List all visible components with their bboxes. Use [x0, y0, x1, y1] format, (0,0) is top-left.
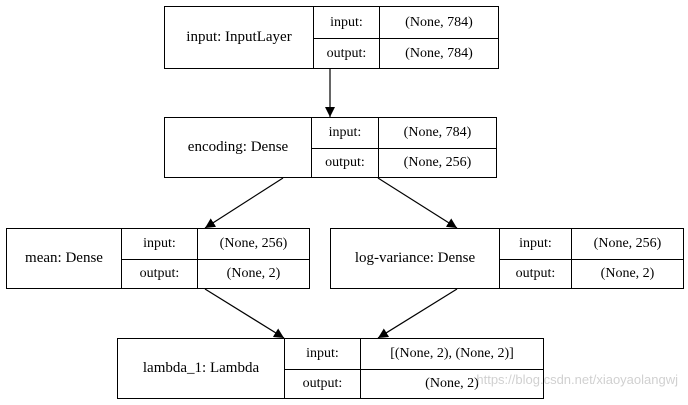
- output-shape: (None, 2): [572, 259, 683, 288]
- input-label: input:: [500, 229, 572, 259]
- node-name: mean: Dense: [7, 229, 122, 288]
- input-shape: [(None, 2), (None, 2)]: [390, 346, 514, 361]
- node-input-layer: input: InputLayer input: (None, 784) out…: [164, 6, 499, 69]
- input-shape: (None, 784): [405, 14, 473, 30]
- node-encoding-dense: encoding: Dense input: (None, 784) outpu…: [164, 117, 497, 178]
- input-shape: (None, 784): [403, 125, 472, 140]
- output-label: output:: [312, 148, 379, 177]
- input-shape: (None, 256): [219, 236, 288, 251]
- edge-encoding-to-mean: [204, 177, 284, 229]
- input-label: input:: [285, 339, 361, 369]
- output-shape: (None, 2): [361, 369, 543, 398]
- node-lambda-1: lambda_1: Lambda input: [(None, 2), (Non…: [117, 338, 544, 399]
- edge-logvar-to-lambda: [377, 288, 458, 339]
- output-label: output:: [314, 38, 380, 68]
- edge-mean-to-lambda: [204, 288, 285, 339]
- node-name: lambda_1: Lambda: [118, 339, 285, 398]
- node-name: input: InputLayer: [165, 7, 314, 68]
- node-log-variance-dense: log-variance: Dense input: (None, 256) o…: [330, 228, 684, 289]
- output-label: output:: [285, 369, 361, 398]
- edge-encoding-to-logvar: [377, 177, 458, 229]
- input-shape: (None, 256): [593, 236, 662, 251]
- output-shape: (None, 256): [379, 148, 496, 177]
- node-name: encoding: Dense: [165, 118, 312, 177]
- node-name: log-variance: Dense: [331, 229, 500, 288]
- output-label: output:: [122, 259, 198, 288]
- node-mean-dense: mean: Dense input: (None, 256) output: (…: [6, 228, 310, 289]
- output-label: output:: [500, 259, 572, 288]
- output-shape: (None, 784): [380, 38, 498, 68]
- input-label: input:: [312, 118, 379, 148]
- output-shape: (None, 2): [198, 259, 309, 288]
- watermark-text: https://blog.csdn.net/xiaoyaolangwj: [476, 372, 678, 387]
- input-label: input:: [314, 7, 380, 38]
- input-label: input:: [122, 229, 198, 259]
